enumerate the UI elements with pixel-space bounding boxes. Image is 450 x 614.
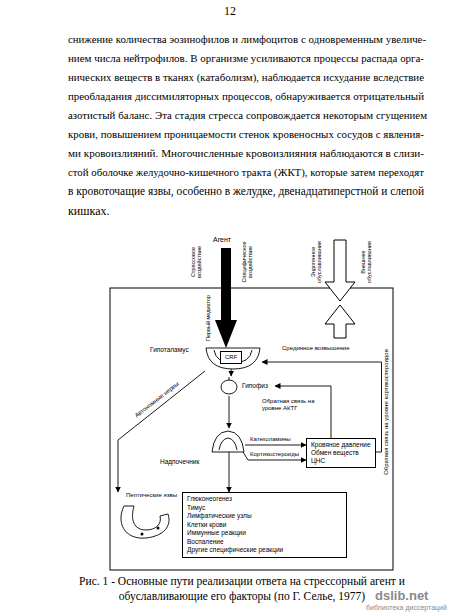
diagram-label: Срединное возвышение [282,345,350,352]
stomach-ulcer: Пептические язвы [112,492,180,542]
diagram-label: Внешнее обуславливание [360,239,373,285]
connector [229,452,230,492]
figure-caption: Рис. 1 - Основные пути реализации ответа… [66,574,418,604]
adrenal-gland: Надпочечник [160,428,245,470]
box-text: ЦНС [311,457,371,465]
organ-label: Надпочечник [160,458,199,465]
pituitary-outline [221,380,237,394]
connector-label: Кортикостероиды [250,451,299,458]
connector-label: Обратная связь на уровне кортикостероидо… [383,349,390,475]
hypothalamus-outline [214,350,252,363]
hypothalamus-outline [206,348,260,369]
organ-label: Пептические язвы [126,492,177,499]
box-text: Тимус [187,504,342,513]
body-text-line: азотистый баланс. Эта стадия стресса соп… [68,109,427,122]
agent-arrow [215,248,237,348]
pituitary: Гипофиз [219,376,275,396]
diagram-label: Специфическое воздействие [241,240,254,284]
body-text-line: ми кровоизлияний. Многочисленные кровоиз… [68,147,424,160]
body-text-line: стой оболочке желудочно-кишечного тракта… [68,166,424,179]
connector [118,371,205,492]
body-text-line: нием числа нейтрофилов. В организме усил… [68,52,424,65]
adrenal-outline [212,431,244,452]
mediator-box: CRF [220,351,242,364]
hypothalamus: Гипоталамус [150,343,262,371]
connector [245,445,306,446]
connector [275,386,331,438]
connector [243,452,306,460]
watermark: библиотека диссертаций [366,604,447,612]
connector-label: Катехоламины [250,436,291,443]
body-text-line: кишках. [68,204,109,218]
diagram-label: Стрессовое воздействие [190,240,203,284]
stomach-outline [121,506,169,538]
connector-label: Обратная связь на уровне АКТГ [262,398,324,412]
conditioning-arrow [325,305,355,338]
box-text: Другие специфические реакции [187,546,342,555]
watermark: dslib.net [375,588,428,604]
body-text-line: преобладания диссимиляторных процессов, … [68,90,424,103]
body-text-line: в кровоточащие язвы, особенно в желудке,… [68,185,424,199]
body-text-line: крови, повышением проницаемости стенок к… [68,128,424,141]
box-text: Глюконеогенез [187,495,342,504]
diagram-label: Первый медиатор [205,295,211,341]
ulcer-dot [141,533,144,536]
box-text: Воспаление [187,538,342,547]
organ-outline [112,492,180,542]
connector-label: Автономные нервы [134,381,181,420]
adrenal-outline [219,438,237,450]
diagram-label: Эндогенное обуславливание [310,239,323,285]
organ-label: Гипоталамус [150,346,189,353]
box-text: Лимфатические узлы [187,512,342,521]
body-text-line: снижение количества эозинофилов и лимфоц… [68,33,426,46]
page-number: 12 [224,4,236,18]
effect-list-box: ГлюконеогенезТимусЛимфатические узлыКлет… [182,492,347,558]
box-text: Иммунные реакции [187,529,342,538]
pituitary-stalk [229,377,230,380]
conditioning-arrow [325,240,355,301]
body-text-line: нических веществ в тканях (катаболизм), … [68,71,424,84]
box-text: Клетки крови [187,521,342,530]
connector [229,396,230,428]
effect-box: Кровяное давлениеОбмен веществЦНС [306,438,376,468]
box-text: Кровяное давление [311,441,371,449]
box-text: CRF [225,354,237,361]
box-text: Обмен веществ [311,449,371,457]
ulcer-dot [157,527,160,530]
frame-rect [110,288,393,570]
organ-label: Гипофиз [242,382,268,389]
diagram-label: Агент [213,236,231,244]
